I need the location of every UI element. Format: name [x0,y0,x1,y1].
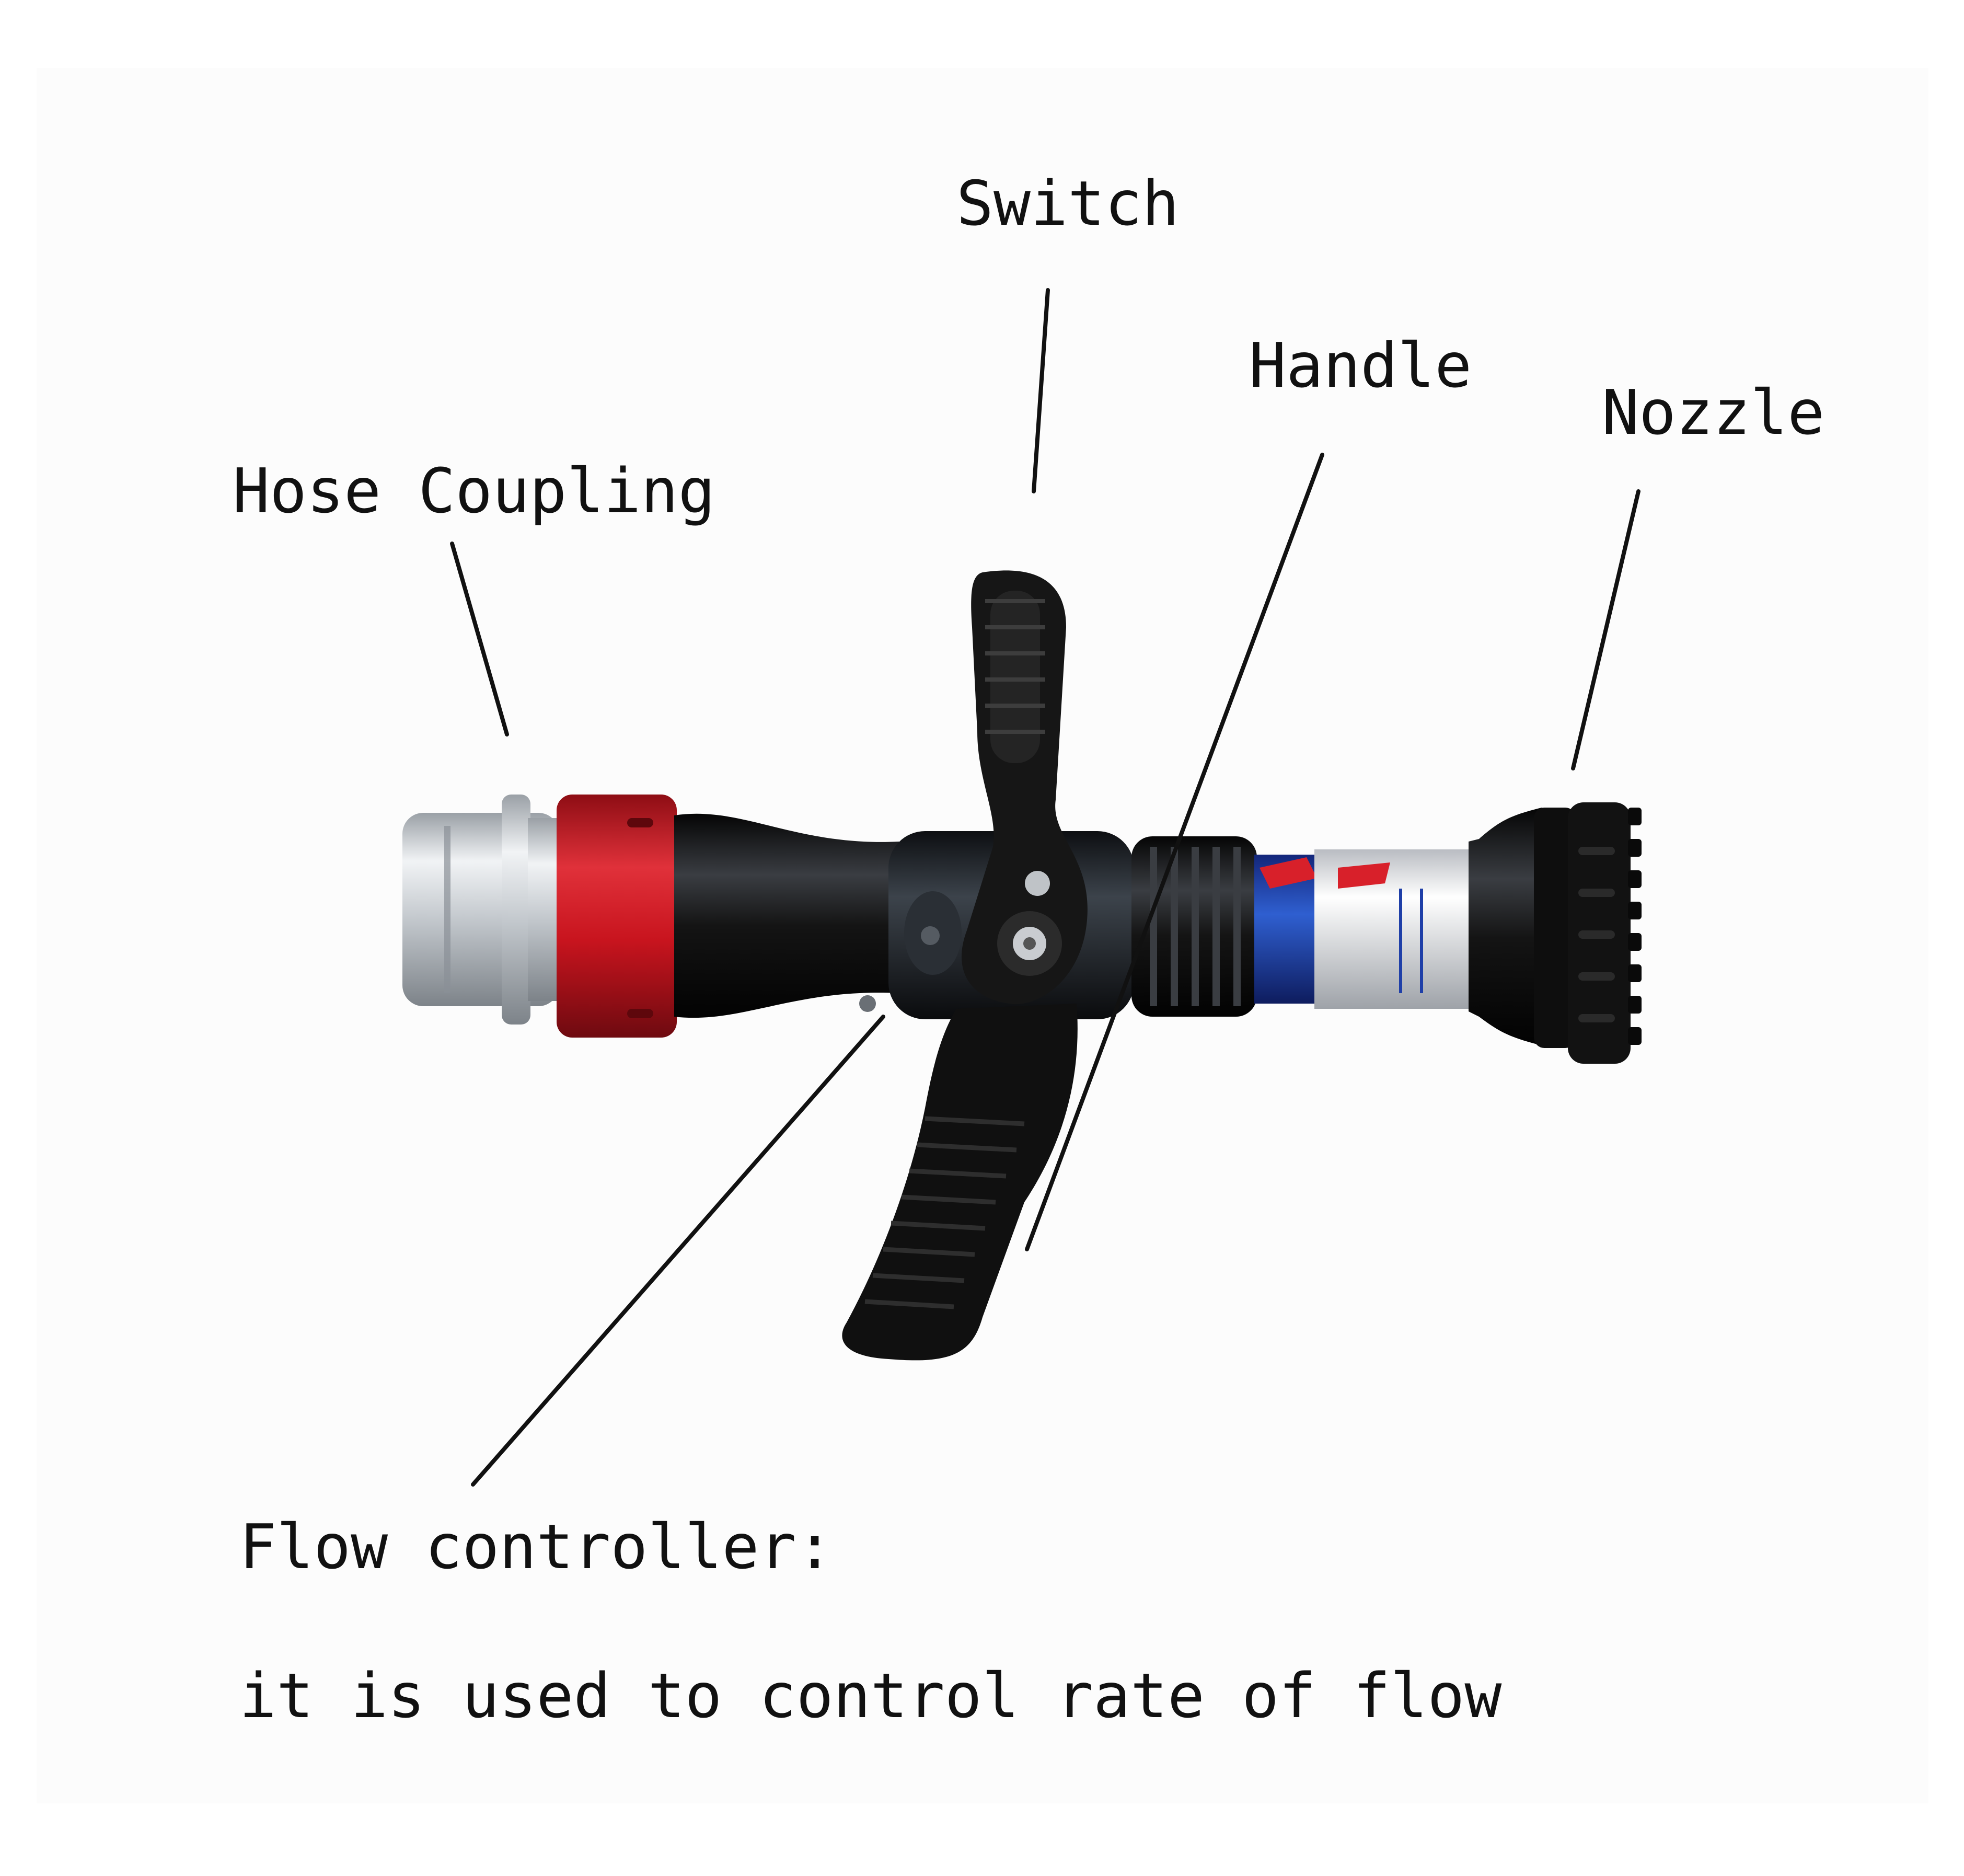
switch-lever [961,570,1088,1005]
switch-label: Switch [956,167,1180,239]
barrel [674,813,899,1018]
hose-coupling-part [402,795,570,1025]
hose-coupling-label: Hose Coupling [233,455,715,527]
flow-controller-label: Flow controller: [239,1511,834,1583]
handle-label: Handle [1249,329,1472,401]
hose-coupling-leader-line [450,542,509,736]
pistol-grip [842,1004,1078,1361]
flow-controller-leader-line [471,1015,885,1487]
switch-leader-line [1032,288,1050,493]
nozzle-tip [1469,802,1642,1064]
red-coupling-ring [557,795,677,1038]
fire-hose-nozzle-photo [402,570,1642,1361]
nozzle-label: Nozzle [1602,376,1825,448]
label-band [1254,849,1471,1009]
nozzle-leader-line [1571,489,1640,770]
flow-control-rings [1131,836,1257,1017]
handle-leader-line [1025,453,1324,1251]
flow-controller-description: it is used to control rate of flow [239,1660,1502,1732]
